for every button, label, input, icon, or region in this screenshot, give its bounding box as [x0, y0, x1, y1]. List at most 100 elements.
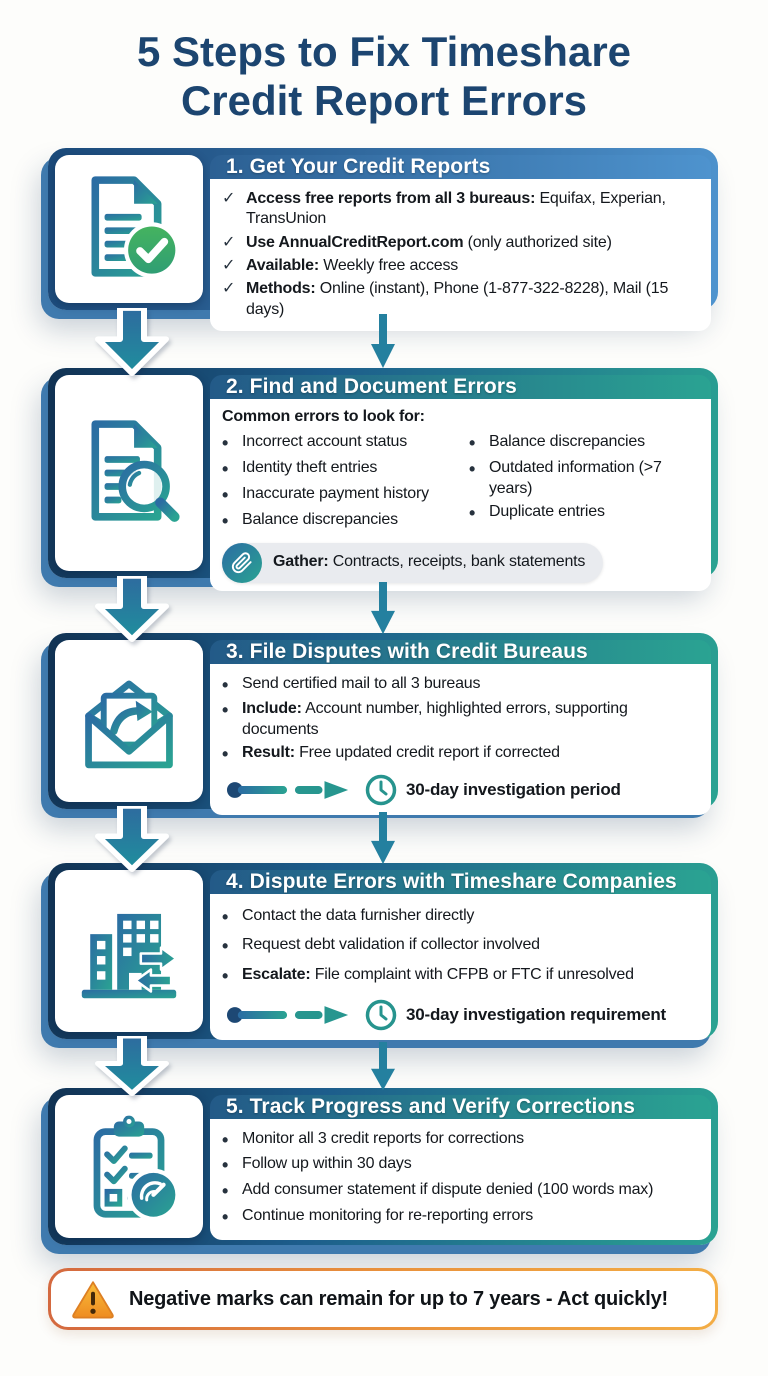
gather-text: Gather: Contracts, receipts, bank statem… [273, 553, 586, 571]
step-5-body: • Monitor all 3 credit reports for correc… [210, 1119, 711, 1241]
list-item-text: Follow up within 30 days [242, 1155, 412, 1173]
page-title-line2: Credit Report Errors [180, 76, 588, 124]
bullet-marker: • [469, 459, 476, 480]
timeline-row: 30-day investigation requirement [226, 998, 697, 1032]
bullet-marker: • [222, 510, 229, 531]
step-4-body: • Contact the data furnisher directly • Re… [210, 894, 711, 1041]
step-4-icon-tile [55, 870, 203, 1032]
list-item-text: Contact the data furnisher directly [242, 907, 475, 924]
flow-arrow-large [95, 308, 169, 376]
page-title-line1: 5 Steps to Fix Timeshare [136, 28, 632, 75]
list-item-text: Outdated information (>7 years) [489, 459, 662, 497]
warning-text: Negative marks can remain for up to 7 ye… [129, 1287, 668, 1310]
step-5-icon-tile [55, 1095, 203, 1238]
check-marker: ✓ [222, 256, 236, 274]
bullet-marker: • [222, 485, 229, 506]
check-marker: ✓ [222, 189, 236, 207]
list-item-text: Balance discrepancies [242, 510, 398, 528]
warning-triangle-icon [72, 1281, 114, 1319]
list-item-text: Use AnnualCreditReport.com (only authori… [246, 233, 612, 251]
check-marker: ✓ [222, 233, 236, 251]
step-3-icon-tile [55, 640, 203, 802]
step-3-body: • Send certified mail to all 3 bureaus • I… [210, 664, 711, 815]
list-item-text: Access free reports from all 3 bureaus: … [246, 189, 666, 228]
bullet-marker: • [222, 1207, 229, 1228]
step-2-body: Common errors to look for: • Incorrect ac… [210, 399, 711, 591]
list-item-text: Continue monitoring for re-reporting err… [242, 1207, 534, 1225]
step-card-3: 3. File Disputes with Credit Bureaus • Se… [48, 633, 718, 815]
timeline-graphic [226, 781, 349, 799]
step-3-header: 3. File Disputes with Credit Bureaus [210, 640, 711, 664]
bullet-marker: • [222, 674, 229, 695]
bullet-marker: • [222, 1155, 229, 1176]
bullet-marker: • [222, 936, 229, 957]
list-item-text: Balance discrepancies [489, 433, 645, 451]
bullet-marker: • [222, 459, 229, 480]
step-1-header: 1. Get Your Credit Reports [210, 155, 711, 179]
bullet-marker: • [469, 433, 476, 454]
bullet-marker: • [222, 1129, 229, 1150]
document-check-icon [91, 176, 180, 278]
error-list-right: • Balance discrepancies • Outdated informa… [469, 430, 697, 536]
list-item-text: Monitor all 3 credit reports for correct… [242, 1129, 524, 1147]
list-item: ✓ Access free reports from all 3 bureaus… [222, 189, 697, 231]
list-item-text: Result: Free updated credit report if co… [242, 744, 560, 762]
list-item-text: Incorrect account status [242, 433, 408, 451]
timeline-label: 30-day investigation requirement [406, 1005, 667, 1025]
list-item-text: Add consumer statement if dispute denied… [242, 1181, 654, 1199]
clock-icon [365, 999, 397, 1031]
step-card-4: 4. Dispute Errors with Timeshare Compani… [48, 863, 718, 1041]
page-title: 5 Steps to Fix Timeshare Credit Report E… [0, 28, 768, 125]
bullet-marker: • [222, 433, 229, 454]
step-5-header: 5. Track Progress and Verify Corrections [210, 1095, 711, 1119]
step-1-icon-tile [55, 155, 203, 303]
step-card-2: 2. Find and Document Errors Common error… [48, 368, 718, 591]
list-item-text: Escalate: File complaint with CFPB or FT… [242, 965, 634, 983]
timeline-graphic [226, 1006, 349, 1025]
list-item-text: Available: Weekly free access [246, 256, 459, 274]
flow-arrow-small [371, 582, 395, 635]
bullet-marker: • [222, 744, 229, 765]
bullet-marker: • [222, 700, 229, 721]
list-item: ✓ Use AnnualCreditReport.com (only autho… [222, 233, 697, 254]
flow-arrow-small [371, 314, 395, 368]
buildings-exchange-icon [81, 913, 178, 999]
bullet-marker: • [222, 1181, 229, 1202]
bullet-marker: • [222, 965, 229, 986]
flow-arrow-large [95, 806, 169, 872]
paperclip-badge [222, 542, 262, 583]
list-item-text: Include: Account number, highlighted err… [242, 700, 628, 739]
check-marker: ✓ [222, 280, 236, 298]
gather-pill: Gather: Contracts, receipts, bank statem… [222, 542, 604, 583]
flow-arrow-large [95, 576, 169, 642]
list-item: ✓ Methods: Online (instant), Phone (1-87… [222, 279, 697, 321]
flow-arrow-small [371, 1042, 395, 1091]
step-card-1: 1. Get Your Credit Reports ✓ Access free… [48, 148, 718, 332]
timeline-label: 30-day investigation period [406, 779, 621, 799]
envelope-send-icon [85, 680, 173, 769]
timeline-row: 30-day investigation period [226, 773, 697, 807]
warning-banner: Negative marks can remain for up to 7 ye… [48, 1268, 718, 1330]
step-card-5: 5. Track Progress and Verify Corrections… [48, 1088, 718, 1245]
flow-arrow-large [95, 1036, 169, 1096]
step-2-intro: Common errors to look for: [222, 408, 425, 425]
paperclip-icon [231, 552, 252, 573]
clipboard-gauge-icon [93, 1115, 180, 1221]
list-item-text: Inaccurate payment history [242, 485, 429, 503]
step-4-header: 4. Dispute Errors with Timeshare Compani… [210, 870, 711, 894]
step-2-header: 2. Find and Document Errors [210, 375, 711, 399]
list-item-text: Duplicate entries [489, 503, 605, 521]
bullet-marker: • [469, 503, 476, 524]
bullet-marker: • [222, 907, 229, 927]
list-item-text: Send certified mail to all 3 bureaus [242, 674, 481, 692]
list-item-text: Identity theft entries [242, 459, 378, 477]
step-1-body: ✓ Access free reports from all 3 bureaus… [210, 179, 711, 332]
list-item: ✓ Available: Weekly free access [222, 256, 697, 277]
list-item-text: Request debt validation if collector inv… [242, 936, 540, 954]
step-2-icon-tile [55, 375, 203, 571]
document-search-icon [91, 420, 180, 522]
flow-arrow-small [371, 812, 395, 865]
clock-icon [365, 774, 397, 806]
error-list-left: • Incorrect account status • Identity thef… [222, 430, 469, 536]
list-item-text: Methods: Online (instant), Phone (1-877-… [246, 280, 669, 318]
